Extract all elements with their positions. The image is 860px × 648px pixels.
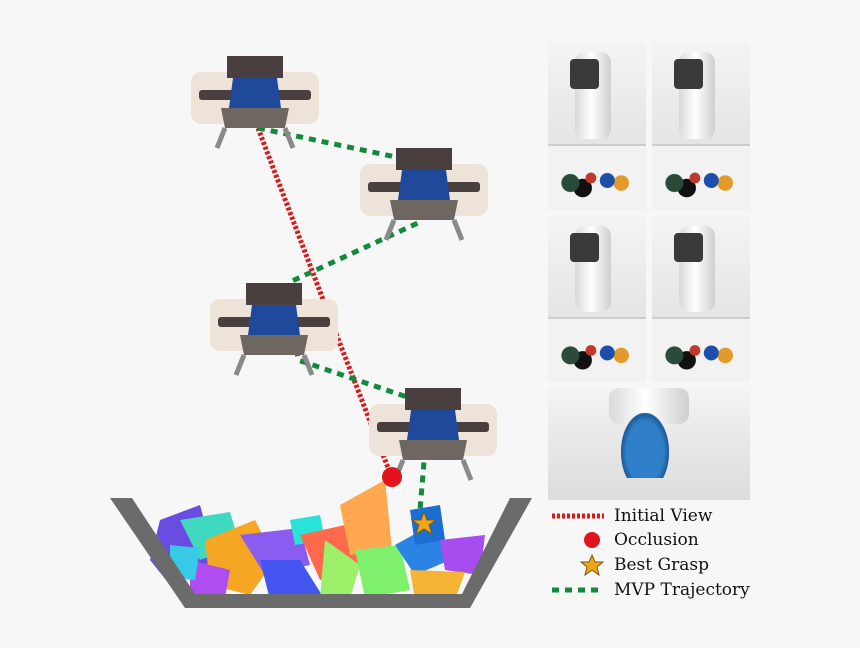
legend-occlusion: Occlusion bbox=[550, 528, 699, 552]
occlusion-dot-icon bbox=[382, 467, 402, 487]
best-grasp-star-icon bbox=[410, 510, 438, 536]
robot-arm-photo bbox=[548, 216, 646, 382]
camera-gripper-icon bbox=[360, 148, 488, 240]
legend-label: Occlusion bbox=[614, 530, 699, 550]
robot-arm-photo bbox=[652, 216, 750, 382]
robot-grasp-photo bbox=[548, 388, 750, 500]
trajectory-diagram bbox=[110, 0, 532, 608]
robot-arm-photo bbox=[652, 42, 750, 210]
legend-label: Best Grasp bbox=[614, 555, 709, 575]
legend-label: Initial View bbox=[614, 506, 713, 526]
legend-green-dashed-line bbox=[552, 587, 604, 593]
best-grasp-star-icon bbox=[579, 553, 605, 577]
legend-red-dashed-line bbox=[552, 513, 604, 519]
legend-best-grasp: Best Grasp bbox=[550, 553, 709, 577]
camera-gripper-icon bbox=[191, 56, 319, 148]
bin-icon bbox=[110, 480, 532, 608]
legend-initial-view: Initial View bbox=[550, 504, 712, 528]
legend-label: MVP Trajectory bbox=[614, 580, 750, 600]
legend-mvp-trajectory: MVP Trajectory bbox=[550, 578, 750, 602]
occlusion-dot-icon bbox=[584, 532, 600, 548]
camera-gripper-icon bbox=[210, 283, 338, 375]
robot-arm-photo bbox=[548, 42, 646, 210]
